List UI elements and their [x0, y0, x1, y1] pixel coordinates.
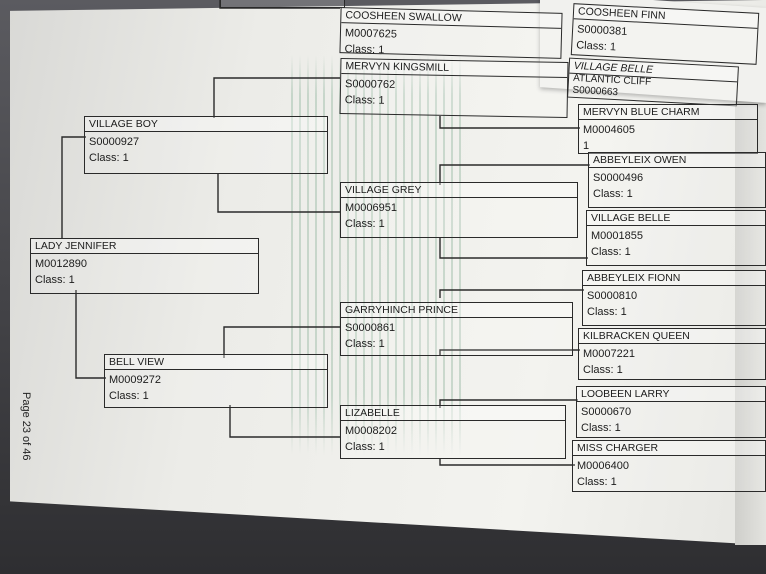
pedigree-box-gen4-3: MERVYN BLUE CHARM M0004605 1 — [578, 104, 758, 154]
partial-box-top-left — [220, 0, 345, 8]
pedigree-box-gen3-4: LIZABELLE M0008202 Class: 1 — [340, 405, 566, 459]
horse-id: M0009272 — [109, 374, 161, 386]
page-edge — [735, 85, 766, 545]
horse-name: LADY JENNIFER — [31, 239, 258, 254]
horse-id: S0000927 — [89, 136, 140, 148]
pedigree-box-gen3-2: VILLAGE GREY M0006951 Class: 1 — [340, 182, 578, 238]
pedigree-box-gen4-4: ABBEYLEIX OWEN S0000496 Class: 1 — [588, 152, 766, 208]
pedigree-box-gen4-6: ABBEYLEIX FIONN S0000810 Class: 1 — [582, 270, 766, 326]
pedigree-box-dam: BELL VIEW M0009272 Class: 1 — [104, 354, 328, 408]
horse-id: M0006951 — [345, 202, 397, 214]
watermark — [285, 55, 465, 455]
horse-class: Class: 1 — [345, 338, 385, 350]
pedigree-box-top: COOSHEEN SWALLOW M0007625 Class: 1 — [339, 7, 563, 59]
horse-name: ABBEYLEIX OWEN — [589, 153, 765, 168]
pedigree-box-subject: LADY JENNIFER M0012890 Class: 1 — [30, 238, 259, 294]
horse-class: Class: 1 — [581, 422, 621, 434]
horse-name: KILBRACKEN QUEEN — [579, 329, 765, 344]
page-number: Page 23 of 46 — [20, 392, 32, 461]
horse-class: Class: 1 — [587, 306, 627, 318]
pedigree-box-sire: VILLAGE BOY S0000927 Class: 1 — [84, 116, 328, 174]
horse-class: Class: 1 — [344, 94, 385, 107]
horse-id: M0004605 — [583, 124, 635, 136]
horse-class: Class: 1 — [345, 218, 385, 230]
horse-name: VILLAGE BELLE — [587, 211, 765, 226]
horse-id: S0000670 — [581, 406, 632, 418]
horse-id: M0006400 — [577, 460, 629, 472]
pedigree-box-gen4-5: VILLAGE BELLE M0001855 Class: 1 — [586, 210, 766, 266]
horse-name: BELL VIEW — [105, 355, 327, 370]
horse-name: MISS CHARGER — [573, 441, 765, 456]
horse-name: LOOBEEN LARRY — [577, 387, 765, 402]
horse-class: Class: 1 — [35, 274, 75, 286]
horse-name: COOSHEEN SWALLOW — [341, 8, 562, 29]
horse-class: Class: 1 — [583, 364, 623, 376]
pedigree-box-gen4-7: KILBRACKEN QUEEN M0007221 Class: 1 — [578, 328, 766, 380]
pedigree-box-gen4-8: LOOBEEN LARRY S0000670 Class: 1 — [576, 386, 766, 438]
horse-name: VILLAGE GREY — [341, 183, 577, 198]
horse-class: Class: 1 — [577, 476, 617, 488]
pedigree-box-gen4-1: COOSHEEN FINN S0000381 Class: 1 — [570, 3, 760, 65]
pedigree-box-gen3-1: MERVYN KINGSMILL S0000762 Class: 1 — [339, 58, 569, 118]
pedigree-box-gen3-3: GARRYHINCH PRINCE S0000861 Class: 1 — [340, 302, 573, 356]
horse-id: M0007221 — [583, 348, 635, 360]
horse-class: Class: 1 — [593, 188, 633, 200]
horse-class: Class: 1 — [89, 152, 129, 164]
horse-id: M0008202 — [345, 425, 397, 437]
horse-name: MERVYN KINGSMILL — [341, 59, 568, 78]
horse-class: Class: 1 — [591, 246, 631, 258]
horse-class: Class: 1 — [109, 390, 149, 402]
horse-name: GARRYHINCH PRINCE — [341, 303, 572, 318]
horse-name: ABBEYLEIX FIONN — [583, 271, 765, 286]
horse-id: S0000762 — [344, 78, 396, 91]
horse-name: VILLAGE BOY — [85, 117, 327, 132]
horse-class: Class: 1 — [345, 441, 385, 453]
horse-id: S0000496 — [593, 172, 644, 184]
horse-name: LIZABELLE — [341, 406, 565, 421]
horse-class: 1 — [583, 140, 590, 152]
horse-name: MERVYN BLUE CHARM — [579, 105, 757, 120]
pedigree-box-gen4-9: MISS CHARGER M0006400 Class: 1 — [572, 440, 766, 492]
horse-id: S0000810 — [587, 290, 638, 302]
horse-id: M0001855 — [591, 230, 643, 242]
horse-id: S0000861 — [345, 322, 396, 334]
horse-id: M0012890 — [35, 258, 87, 270]
